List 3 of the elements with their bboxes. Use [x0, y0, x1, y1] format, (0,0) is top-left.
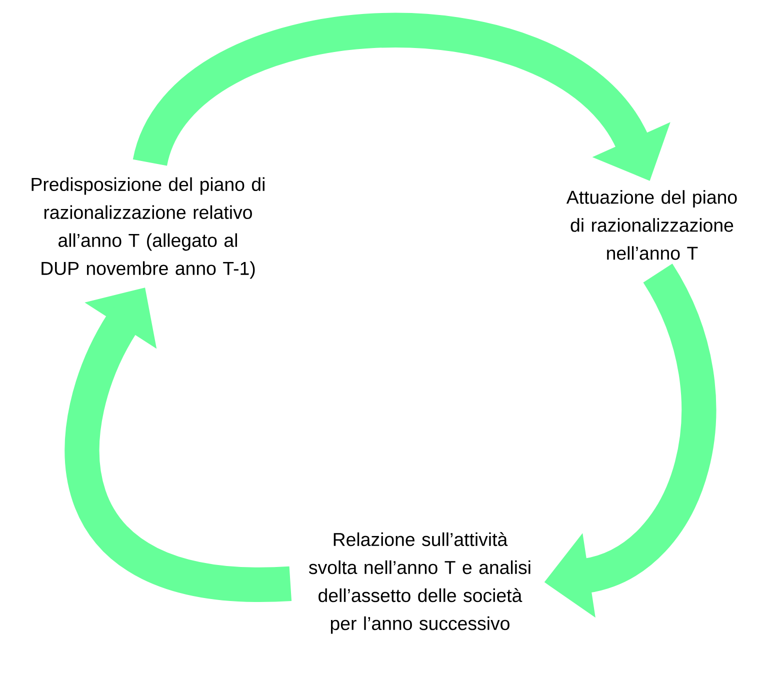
step-text: Relazione sull’attività svolta nell’anno T e analisi dell’assetto delle società per l’anno successivo	[308, 532, 530, 634]
step-text: Attuazione del piano di razionalizzazione nell’anno T	[566, 190, 737, 260]
step-text: Predisposizione del piano di razionalizzazione relativo all’anno T (allegato al DUP novembre anno T-1)	[32, 177, 264, 279]
